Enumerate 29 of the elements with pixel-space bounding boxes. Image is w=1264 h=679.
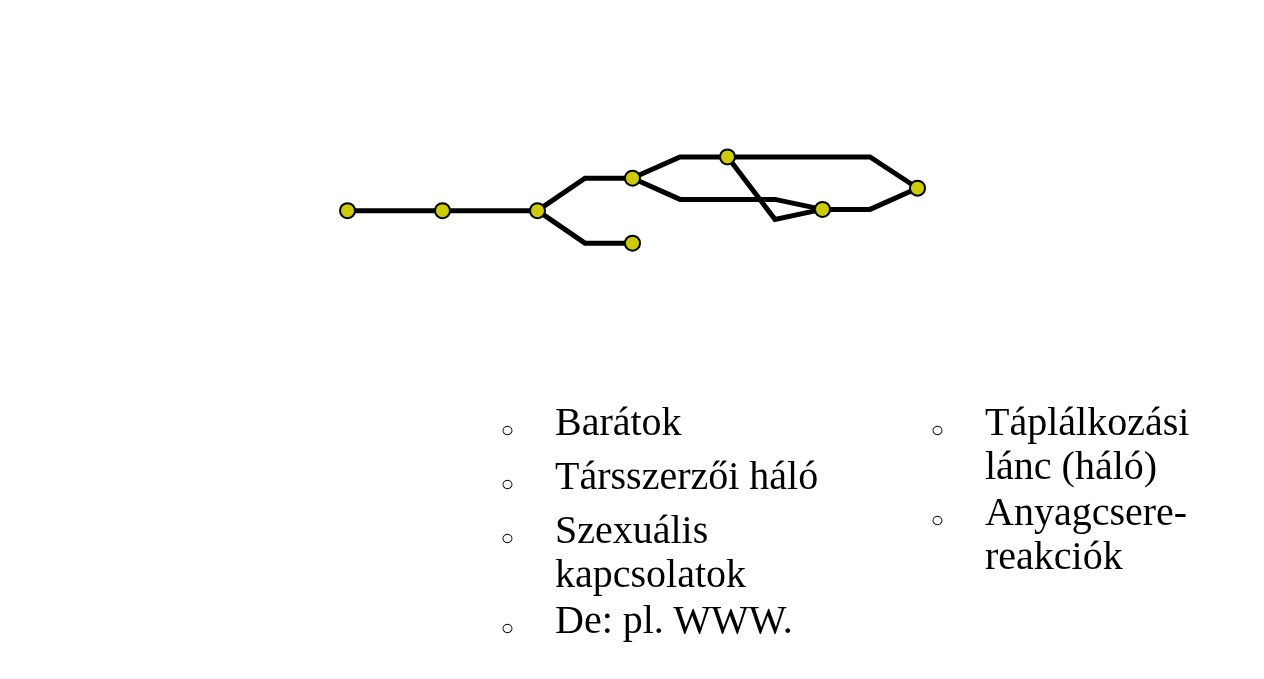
bullet-marker: ○ xyxy=(499,614,516,642)
node-circle xyxy=(528,202,546,220)
node-circle xyxy=(813,200,831,218)
bullet-marker: ○ xyxy=(499,416,516,444)
list-item-text: Anyagcsere-reakciók xyxy=(985,490,1189,578)
node-circle xyxy=(623,169,641,187)
node-circle xyxy=(623,234,641,252)
node-circle xyxy=(908,179,926,197)
node-circle xyxy=(338,202,356,220)
connector xyxy=(637,178,816,211)
connector xyxy=(637,154,720,178)
list-item-text: Társszerzői háló xyxy=(555,454,819,500)
connector xyxy=(541,175,625,209)
connector xyxy=(729,161,816,223)
bullet-marker: ○ xyxy=(499,524,516,552)
bullet-marker: ○ xyxy=(929,416,946,444)
connector xyxy=(829,188,912,212)
connector xyxy=(449,208,530,214)
list-item-text: De: pl. WWW. xyxy=(555,598,793,644)
list-item-text: Barátok xyxy=(555,400,682,446)
list-item-text: Szexuális kapcsolatok xyxy=(555,508,748,596)
connector xyxy=(354,208,435,214)
connector xyxy=(541,212,625,246)
connector xyxy=(734,154,913,187)
bullet-marker: ○ xyxy=(929,506,946,534)
bullet-marker: ○ xyxy=(499,470,516,498)
list-item-text: Táplálkozási lánc (háló) xyxy=(985,400,1191,488)
node-circle xyxy=(718,148,736,166)
node-circle xyxy=(433,202,451,220)
